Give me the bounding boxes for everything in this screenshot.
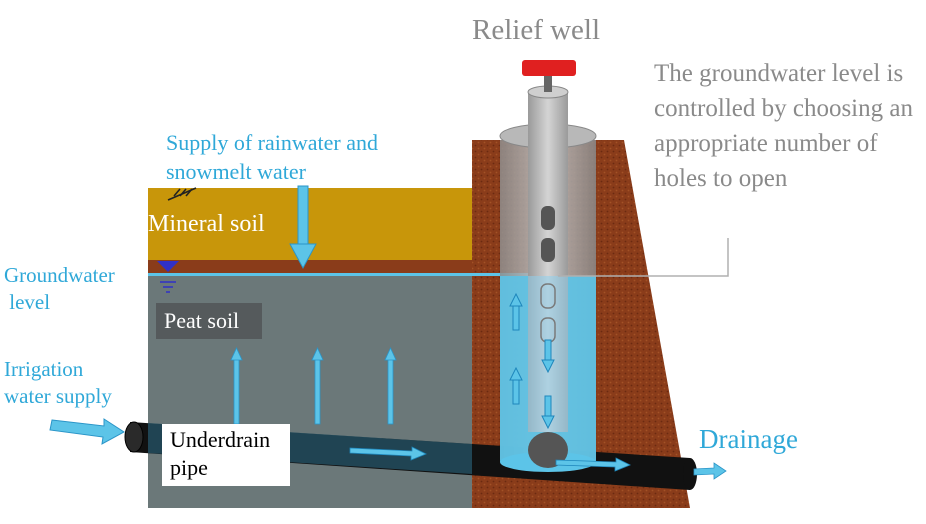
rainwater-arrow-icon bbox=[289, 185, 317, 270]
underdrain-label-line1: Underdrain bbox=[170, 427, 271, 452]
valve-handle-icon bbox=[522, 60, 576, 76]
note-connector bbox=[558, 238, 729, 277]
irrigation-arrow-icon bbox=[49, 418, 125, 445]
mineral-soil-label: Mineral soil bbox=[148, 211, 265, 237]
diagram-title: Relief well bbox=[472, 14, 601, 46]
irrigation-label-line1: Irrigation bbox=[4, 357, 84, 381]
groundwater-label-line2: level bbox=[4, 290, 51, 314]
groundwater-line bbox=[148, 273, 548, 276]
groundwater-level-label: Groundwater level bbox=[4, 262, 115, 316]
peat-soil-label: Peat soil bbox=[156, 303, 262, 339]
underdrain-label-line2: pipe bbox=[170, 455, 208, 480]
irrigation-label: Irrigation water supply bbox=[4, 356, 112, 410]
underdrain-label: Underdrain pipe bbox=[162, 424, 290, 486]
irrigation-label-line2: water supply bbox=[4, 384, 112, 408]
supply-label-line1: Supply of rainwater and bbox=[166, 130, 378, 155]
note-text: The groundwater level is controlled by c… bbox=[654, 60, 913, 192]
pipe-flow-arrows bbox=[349, 446, 631, 472]
supply-label: Supply of rainwater and snowmelt water bbox=[166, 128, 378, 186]
well-flow-arrows bbox=[509, 292, 555, 430]
supply-label-line2: snowmelt water bbox=[166, 159, 306, 184]
drainage-label: Drainage bbox=[699, 424, 798, 454]
valve-stem bbox=[544, 72, 552, 92]
groundwater-label-line1: Groundwater bbox=[4, 263, 115, 287]
water-level-triangle-icon bbox=[157, 261, 179, 293]
brown-band bbox=[148, 260, 472, 276]
ground-hatch-icon bbox=[167, 187, 197, 201]
drainage-arrow-icon bbox=[693, 462, 727, 480]
